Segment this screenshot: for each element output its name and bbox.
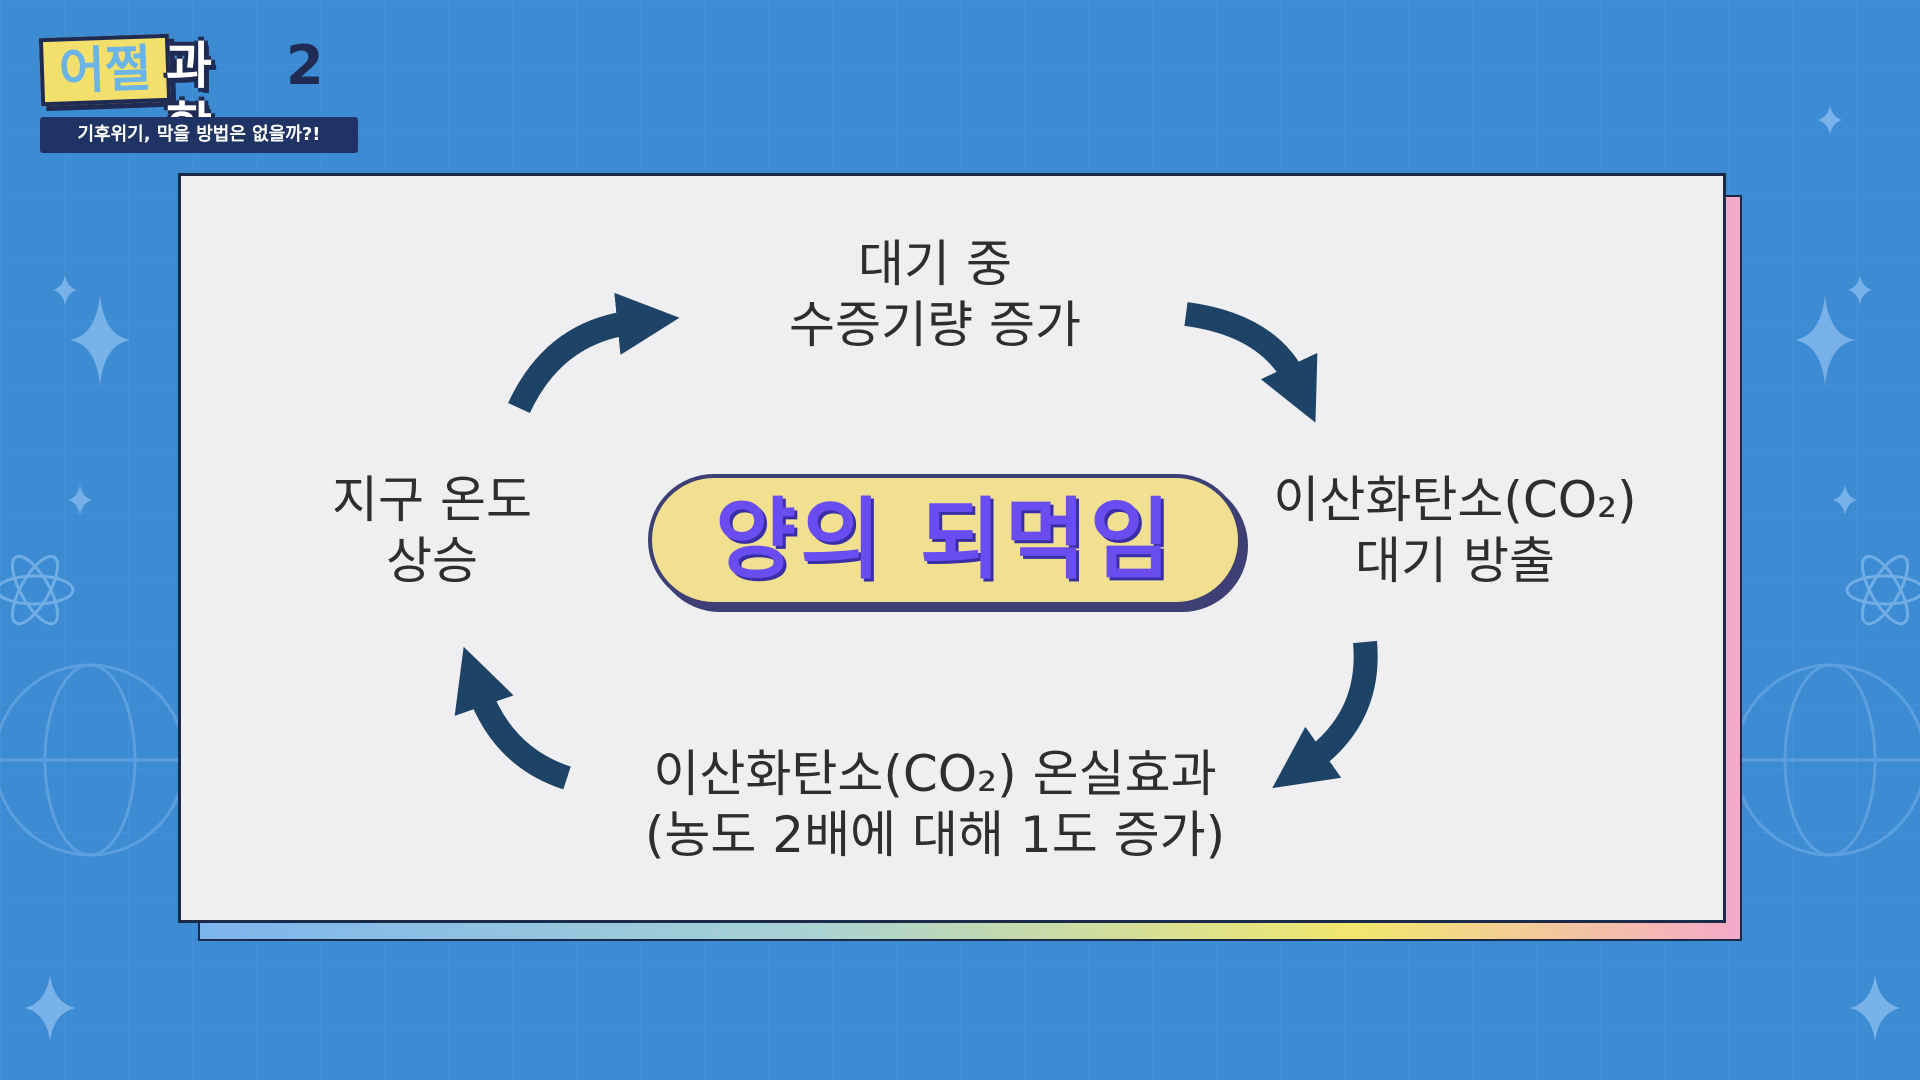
logo-number: 2: [286, 34, 324, 97]
atom-icon: [1845, 554, 1920, 626]
positive-feedback-title: 양의 되먹임: [715, 488, 1175, 591]
node-line: 이산화탄소(CO₂): [1273, 471, 1637, 529]
node-water-vapor: 대기 중 수증기량 증가: [735, 234, 1135, 356]
node-line: 지구 온도: [332, 471, 532, 529]
node-line: 이산화탄소(CO₂) 온실효과: [653, 745, 1217, 803]
node-line: 대기 중: [858, 235, 1012, 293]
sparkle-icon: [68, 485, 92, 515]
node-line: 대기 방출: [1355, 532, 1555, 590]
node-greenhouse-effect: 이산화탄소(CO₂) 온실효과 (농도 2배에 대해 1도 증가): [595, 744, 1275, 866]
sparkle-icon: [1848, 275, 1872, 305]
sparkle-icon: [70, 295, 130, 385]
sparkle-icon: [53, 275, 77, 305]
sparkle-icon: [1833, 485, 1857, 515]
sparkle-icon: [1818, 105, 1842, 135]
node-co2-release: 이산화탄소(CO₂) 대기 방출: [1255, 470, 1655, 592]
episode-subtitle: 기후위기, 막을 방법은 없을까?!: [40, 117, 358, 153]
node-line: (농도 2배에 대해 1도 증가): [644, 806, 1226, 864]
arrow-bottom-to-left: [454, 646, 571, 790]
center-label-pill: 양의 되먹임: [648, 474, 1242, 606]
sparkle-icon: [25, 975, 75, 1041]
sparkle-icon: [1850, 975, 1900, 1041]
arrow-top-to-right: [1184, 302, 1318, 423]
sparkle-icon: [1795, 295, 1855, 385]
arrow-left-to-top: [508, 292, 680, 414]
atom-icon: [0, 554, 75, 626]
node-temperature-rise: 지구 온도 상승: [282, 470, 582, 592]
node-line: 수증기량 증가: [789, 296, 1081, 354]
arrow-right-to-bottom: [1272, 640, 1378, 789]
node-line: 상승: [386, 532, 478, 590]
